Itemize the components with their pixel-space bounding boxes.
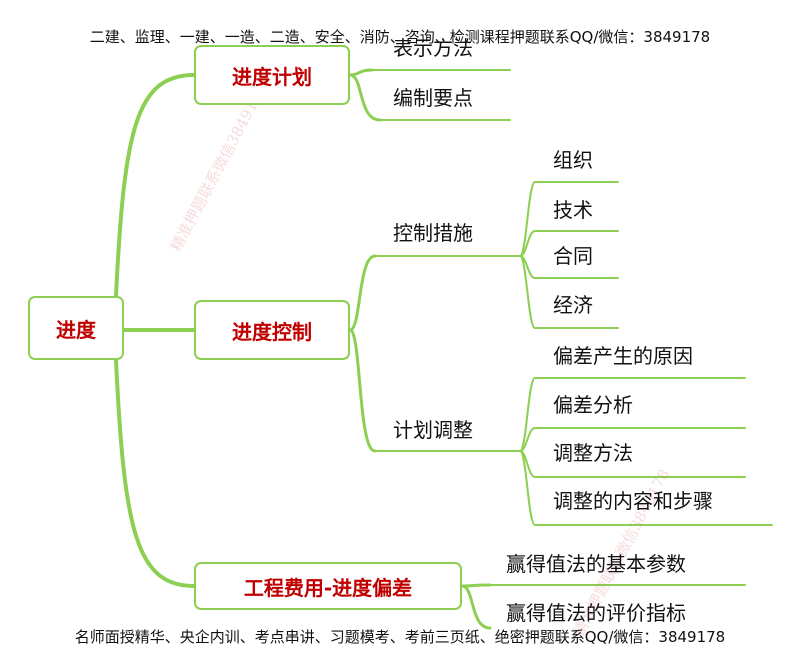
sub-plan-adjustment: 计划调整 (393, 418, 473, 442)
leaf-earned-value-indicators: 赢得值法的评价指标 (506, 601, 686, 625)
leaf-contract: 合同 (553, 244, 593, 268)
leaf-deviation-causes: 偏差产生的原因 (553, 344, 693, 368)
link-cost-leaf-2 (460, 584, 492, 630)
leaf-compilation-points: 编制要点 (393, 86, 473, 110)
top-banner: 二建、监理、一建、一造、二造、安全、消防、咨询、检测课程押题联系QQ/微信：38… (89, 28, 711, 46)
bottom-banner: 名师面授精华、央企内训、考点串讲、习题模考、考前三页纸、绝密押题联系QQ/微信：… (74, 628, 726, 646)
leaf-technology: 技术 (553, 198, 593, 222)
link-control-adjust (348, 328, 377, 453)
leaf-earned-value-parameters: 赢得值法的基本参数 (506, 552, 686, 576)
link-measures-leaf-4 (519, 255, 536, 329)
link-root-plan (114, 73, 196, 298)
leaf-adjustment-content-steps: 调整的内容和步骤 (553, 489, 713, 513)
branch-cost-schedule-variance: 工程费用-进度偏差 (194, 562, 462, 610)
link-plan-leaf-1 (348, 68, 374, 77)
leaf-representation-method: 表示方法 (393, 36, 473, 60)
leaf-economy: 经济 (553, 293, 593, 317)
link-adjust-leaf-4 (519, 450, 536, 526)
link-root-cost (114, 358, 196, 588)
leaf-organization: 组织 (553, 148, 593, 172)
link-cost-leaf-1 (460, 583, 492, 588)
leaf-adjustment-method: 调整方法 (553, 441, 633, 465)
branch-progress-plan: 进度计划 (194, 45, 350, 105)
link-control-measures (348, 254, 377, 332)
root-node: 进度 (28, 296, 124, 360)
link-measures-leaf-2 (519, 230, 536, 257)
sub-control-measures: 控制措施 (393, 221, 473, 245)
branch-progress-control: 进度控制 (194, 300, 350, 360)
link-plan-leaf-2 (348, 73, 382, 122)
link-adjust-leaf-2 (519, 427, 536, 452)
leaf-deviation-analysis: 偏差分析 (553, 393, 633, 417)
